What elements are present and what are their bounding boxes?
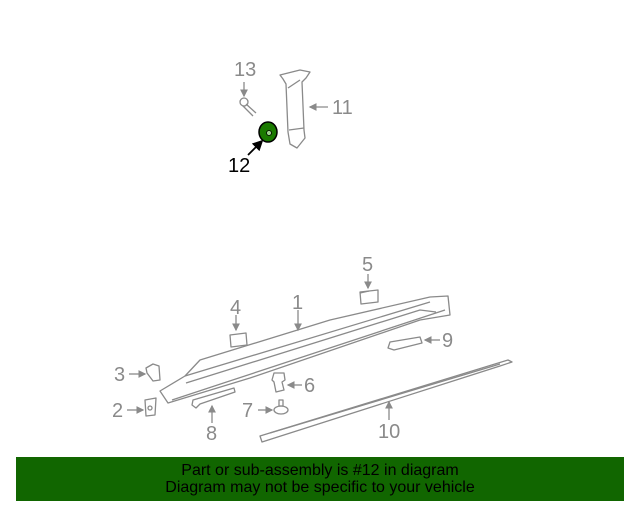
callout-8[interactable]: 8 xyxy=(206,423,218,445)
callout-5[interactable]: 5 xyxy=(362,254,374,276)
callout-12[interactable]: 12 xyxy=(228,155,251,177)
molding-part-10[interactable] xyxy=(259,359,513,443)
callout-10[interactable]: 10 xyxy=(378,421,401,443)
callout-11[interactable]: 11 xyxy=(332,97,353,119)
callout-2[interactable]: 2 xyxy=(112,400,124,422)
trim-part-9[interactable] xyxy=(387,336,423,351)
clip-part-5[interactable] xyxy=(359,289,379,305)
callout-4[interactable]: 4 xyxy=(230,297,242,319)
screw-part-13[interactable] xyxy=(239,97,257,117)
callout-13[interactable]: 13 xyxy=(234,59,257,81)
clip-part-7[interactable] xyxy=(273,399,289,415)
fastener-part-6[interactable] xyxy=(271,372,286,393)
pillar-trim-part-11[interactable] xyxy=(279,69,311,149)
callout-6[interactable]: 6 xyxy=(304,375,316,397)
callout-3[interactable]: 3 xyxy=(114,364,126,386)
banner-line-2: Diagram may not be specific to your vehi… xyxy=(165,479,475,496)
grommet-part-12[interactable] xyxy=(258,121,278,143)
info-banner: Part or sub-assembly is #12 in diagram D… xyxy=(16,457,624,501)
bracket-part-3[interactable] xyxy=(145,363,161,382)
callout-9[interactable]: 9 xyxy=(442,330,454,352)
clip-part-4[interactable] xyxy=(229,332,248,348)
rocker-panel-part-1[interactable] xyxy=(159,295,451,404)
banner-line-1: Part or sub-assembly is #12 in diagram xyxy=(181,462,459,479)
callout-7[interactable]: 7 xyxy=(242,400,254,422)
trim-part-8[interactable] xyxy=(191,387,236,409)
nut-part-2[interactable] xyxy=(144,397,157,417)
callout-1[interactable]: 1 xyxy=(292,292,304,314)
